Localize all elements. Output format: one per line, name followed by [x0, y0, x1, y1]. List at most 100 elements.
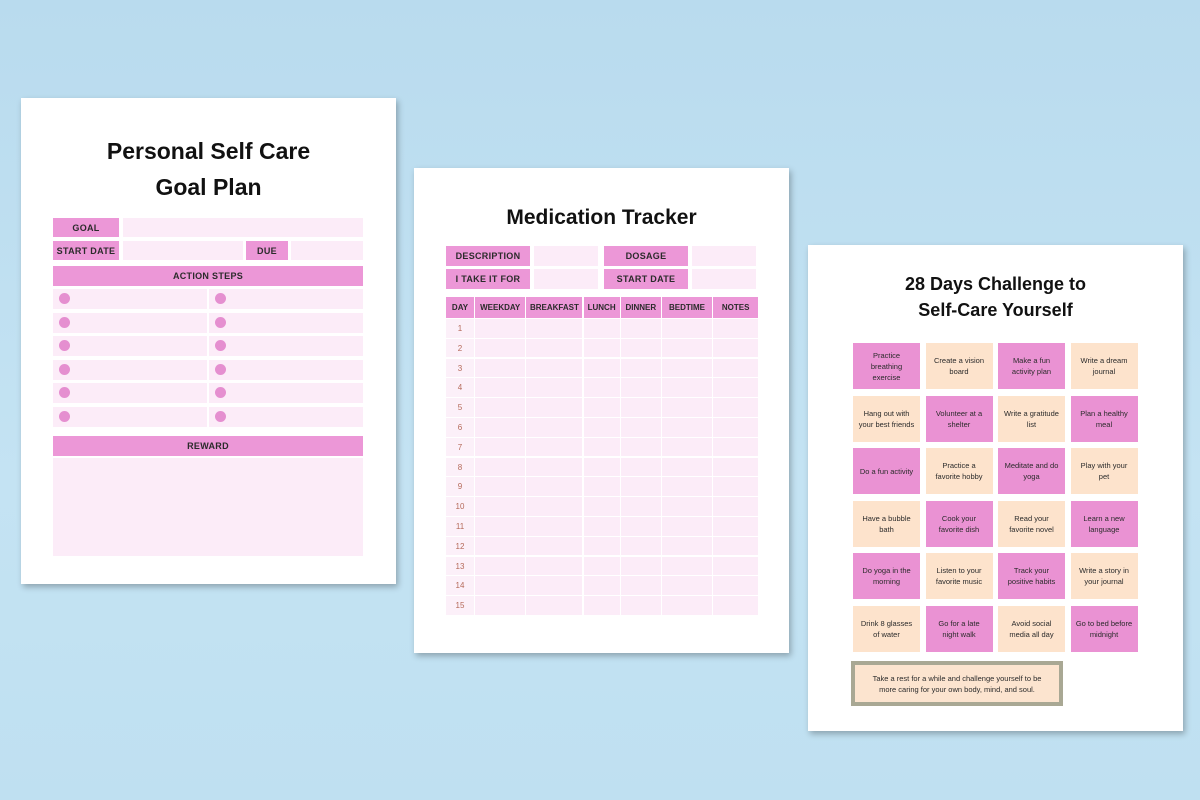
table-cell[interactable] [583, 457, 620, 477]
table-cell[interactable] [713, 497, 759, 516]
table-cell[interactable] [620, 536, 661, 556]
table-cell[interactable] [526, 338, 583, 358]
table-cell[interactable] [620, 378, 661, 397]
table-cell[interactable] [475, 418, 526, 437]
table-cell[interactable] [475, 398, 526, 417]
table-cell[interactable] [662, 378, 712, 397]
action-step-field[interactable] [53, 406, 207, 427]
table-cell[interactable] [526, 477, 583, 496]
table-cell[interactable] [526, 418, 583, 437]
table-cell[interactable] [583, 398, 620, 417]
table-cell[interactable] [475, 457, 526, 477]
table-cell[interactable] [662, 517, 712, 536]
table-cell[interactable] [713, 418, 759, 437]
table-cell[interactable] [713, 457, 759, 477]
table-cell[interactable] [713, 576, 759, 595]
table-cell[interactable] [526, 576, 583, 595]
description-field[interactable] [534, 246, 598, 266]
table-cell[interactable] [583, 556, 620, 576]
table-cell[interactable] [475, 576, 526, 595]
table-cell[interactable] [526, 319, 583, 338]
table-cell[interactable] [620, 477, 661, 496]
table-cell[interactable] [713, 596, 759, 615]
table-cell[interactable] [475, 517, 526, 536]
table-cell[interactable] [662, 497, 712, 516]
table-cell[interactable] [620, 596, 661, 615]
table-cell[interactable] [620, 457, 661, 477]
table-cell[interactable] [662, 477, 712, 496]
table-cell[interactable] [526, 497, 583, 516]
table-cell[interactable] [713, 536, 759, 556]
table-cell[interactable] [475, 319, 526, 338]
table-cell[interactable] [475, 536, 526, 556]
table-cell[interactable] [475, 556, 526, 576]
table-cell[interactable] [713, 338, 759, 358]
goal-field[interactable] [123, 218, 363, 237]
table-cell[interactable] [583, 536, 620, 556]
table-cell[interactable] [583, 378, 620, 397]
action-step-field[interactable] [209, 406, 363, 427]
table-cell[interactable] [475, 358, 526, 378]
table-cell[interactable] [713, 477, 759, 496]
table-cell[interactable] [475, 477, 526, 496]
table-cell[interactable] [662, 319, 712, 338]
action-step-field[interactable] [53, 359, 207, 380]
table-cell[interactable] [662, 358, 712, 378]
table-cell[interactable] [713, 319, 759, 338]
reward-field[interactable] [53, 458, 363, 556]
table-cell[interactable] [526, 398, 583, 417]
table-cell[interactable] [713, 556, 759, 576]
action-step-field[interactable] [209, 289, 363, 309]
table-cell[interactable] [620, 338, 661, 358]
table-cell[interactable] [620, 576, 661, 595]
table-cell[interactable] [662, 457, 712, 477]
due-field[interactable] [291, 241, 363, 260]
action-step-field[interactable] [209, 336, 363, 356]
table-cell[interactable] [475, 596, 526, 615]
table-cell[interactable] [475, 338, 526, 358]
table-cell[interactable] [526, 556, 583, 576]
table-cell[interactable] [526, 358, 583, 378]
med-start-date-field[interactable] [692, 269, 756, 289]
action-step-field[interactable] [209, 359, 363, 380]
table-cell[interactable] [713, 437, 759, 457]
table-cell[interactable] [583, 576, 620, 595]
table-cell[interactable] [713, 398, 759, 417]
table-cell[interactable] [526, 517, 583, 536]
table-cell[interactable] [620, 418, 661, 437]
table-cell[interactable] [713, 358, 759, 378]
action-step-field[interactable] [209, 312, 363, 333]
table-cell[interactable] [713, 517, 759, 536]
table-cell[interactable] [620, 398, 661, 417]
table-cell[interactable] [662, 398, 712, 417]
table-cell[interactable] [583, 596, 620, 615]
table-cell[interactable] [620, 556, 661, 576]
table-cell[interactable] [526, 437, 583, 457]
table-cell[interactable] [620, 319, 661, 338]
table-cell[interactable] [526, 596, 583, 615]
table-cell[interactable] [583, 517, 620, 536]
table-cell[interactable] [475, 437, 526, 457]
table-cell[interactable] [475, 497, 526, 516]
take-it-for-field[interactable] [534, 269, 598, 289]
table-cell[interactable] [583, 437, 620, 457]
table-cell[interactable] [620, 358, 661, 378]
action-step-field[interactable] [53, 336, 207, 356]
action-step-field[interactable] [209, 383, 363, 403]
dosage-field[interactable] [692, 246, 756, 266]
table-cell[interactable] [583, 338, 620, 358]
table-cell[interactable] [662, 556, 712, 576]
table-cell[interactable] [662, 576, 712, 595]
table-cell[interactable] [526, 457, 583, 477]
action-step-field[interactable] [53, 383, 207, 403]
table-cell[interactable] [620, 497, 661, 516]
table-cell[interactable] [526, 378, 583, 397]
table-cell[interactable] [662, 536, 712, 556]
table-cell[interactable] [662, 437, 712, 457]
table-cell[interactable] [662, 596, 712, 615]
table-cell[interactable] [583, 497, 620, 516]
table-cell[interactable] [583, 418, 620, 437]
action-step-field[interactable] [53, 289, 207, 309]
table-cell[interactable] [713, 378, 759, 397]
table-cell[interactable] [662, 418, 712, 437]
